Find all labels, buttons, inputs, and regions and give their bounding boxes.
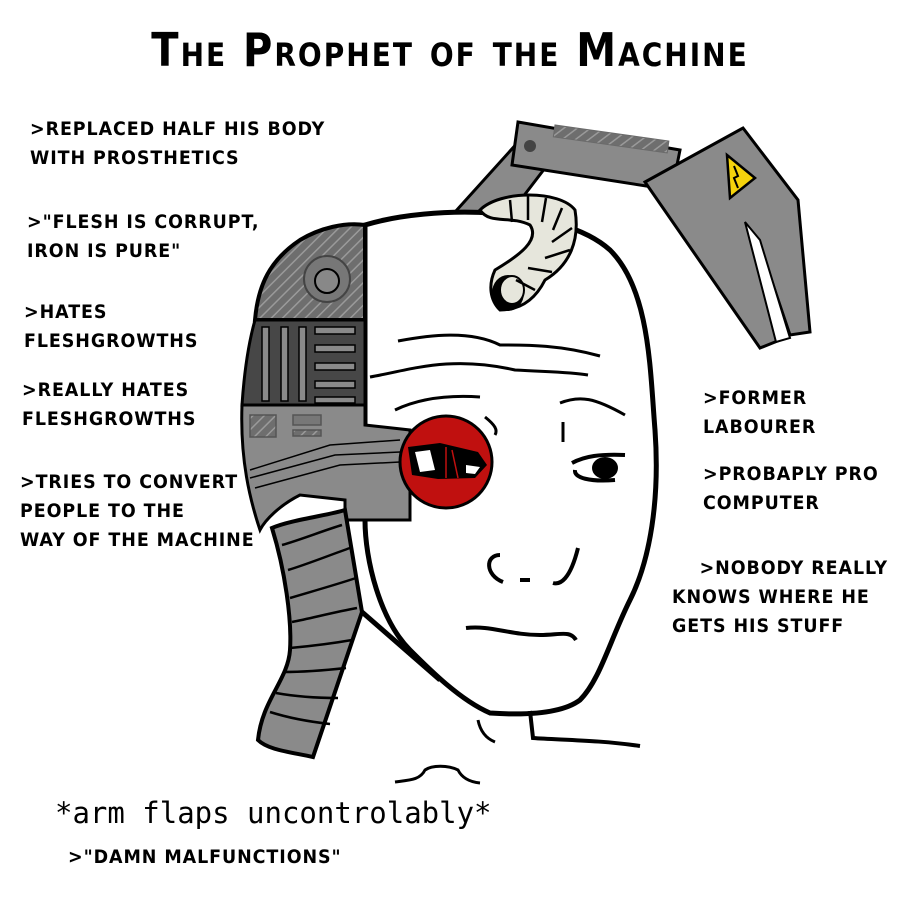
note-hates-fleshgrowths: >Hates fleshgrowths — [24, 301, 199, 352]
note-former-labourer: >Former labourer — [703, 387, 817, 438]
note-flesh-corrupt: >"Flesh is corrupt, iron is pure" — [27, 211, 260, 262]
note-tries-to-convert: >Tries to convert people to the way of t… — [20, 471, 255, 551]
robotic-arm — [452, 120, 812, 350]
right-eye — [571, 452, 626, 483]
note-replaced-body: >Replaced half his body with prosthetics — [30, 118, 326, 169]
action-text: *arm flaps uncontrolably* — [55, 796, 492, 830]
cybernetic-implant — [240, 222, 494, 760]
page-title: The Prophet of the Machine — [151, 24, 749, 78]
head-tube — [478, 193, 578, 312]
note-damn-malfunctions: >"Damn malfunctions" — [68, 846, 342, 868]
note-nobody-knows: >Nobody really knows where he gets his s… — [672, 557, 888, 637]
wojak-head — [362, 209, 659, 785]
note-really-hates: >Really hates fleshgrowths — [22, 379, 197, 430]
note-pro-computer: >Probaply pro computer — [703, 463, 879, 514]
high-voltage-warning-icon — [725, 152, 757, 201]
cybernetic-eye-icon — [398, 414, 494, 510]
